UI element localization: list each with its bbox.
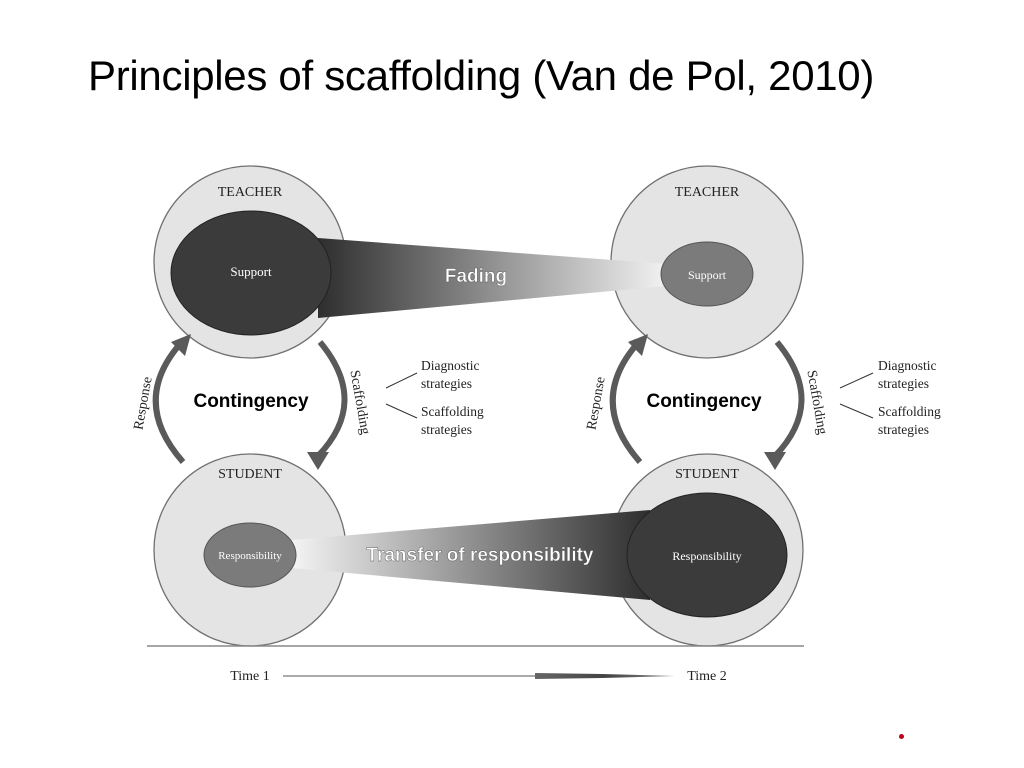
response-arrow-time1 — [152, 342, 186, 464]
teacher-label-time1: TEACHER — [218, 185, 283, 200]
scaffolding-arrow-time1 — [315, 340, 348, 459]
diagnostic-connector-time1 — [385, 372, 418, 389]
scaffolding-strategies-label-time1: Scaffolding strategies — [421, 404, 487, 437]
contingency-label-time2: Contingency — [646, 391, 761, 412]
response-label-time2: Response — [585, 376, 609, 431]
scaffolding-strategies-line2-time1: strategies — [421, 422, 472, 437]
diagnostic-line1-time2: Diagnostic — [878, 358, 937, 373]
diagnostic-line2-time1: strategies — [421, 376, 472, 391]
diagnostic-line2-time2: strategies — [878, 376, 929, 391]
responsibility-label-time1: Responsibility — [218, 550, 282, 562]
student-label-time2: STUDENT — [675, 467, 739, 482]
transfer-wedge — [292, 510, 650, 600]
timeline-arrow — [535, 673, 675, 679]
scaffolding-strategies-connector-time2 — [839, 403, 874, 419]
responsibility-label-time2: Responsibility — [672, 549, 741, 563]
diagnostic-line1-time1: Diagnostic — [421, 358, 480, 373]
diagnostic-strategies-label-time2: Diagnostic strategies — [878, 358, 940, 391]
support-ellipse-time1 — [170, 210, 332, 336]
responsibility-ellipse-time2 — [626, 492, 788, 618]
contingency-label-time1: Contingency — [193, 391, 308, 412]
scaffolding-strategies-line2-time2: strategies — [878, 422, 929, 437]
response-arrow-time2 — [609, 342, 643, 464]
teacher-label-time2: TEACHER — [675, 185, 740, 200]
scaffolding-strategies-connector-time1 — [385, 403, 418, 419]
response-label-time1: Response — [132, 376, 156, 431]
response-arrow-head-time2 — [628, 334, 648, 356]
scaffolding-arrow-head-time1 — [307, 452, 329, 470]
diagnostic-strategies-label-time1: Diagnostic strategies — [421, 358, 483, 391]
support-ellipse-time2 — [660, 241, 754, 307]
timeline-end-label: Time 2 — [687, 669, 727, 684]
transfer-label: Transfer of responsibility — [367, 545, 594, 566]
timeline-start-label: Time 1 — [230, 669, 270, 684]
scaffolding-label-time1: Scaffolding — [346, 369, 372, 436]
corner-mark — [899, 734, 904, 739]
scaffolding-label-time2: Scaffolding — [803, 369, 829, 436]
support-label-time1: Support — [230, 264, 272, 279]
slide-title: Principles of scaffolding (Van de Pol, 2… — [88, 52, 875, 99]
scaffolding-strategies-line1-time2: Scaffolding — [878, 404, 941, 419]
response-arrow-head-time1 — [171, 334, 191, 356]
scaffolding-strategies-line1-time1: Scaffolding — [421, 404, 484, 419]
scaffolding-arrow-head-time2 — [764, 452, 786, 470]
support-label-time2: Support — [688, 268, 727, 282]
scaffolding-arrow-time2 — [772, 340, 805, 459]
fading-wedge — [318, 238, 666, 318]
scaffolding-strategies-label-time2: Scaffolding strategies — [878, 404, 944, 437]
responsibility-ellipse-time1 — [203, 522, 297, 588]
student-label-time1: STUDENT — [218, 467, 282, 482]
fading-label: Fading — [445, 266, 507, 287]
diagnostic-connector-time2 — [839, 372, 874, 389]
